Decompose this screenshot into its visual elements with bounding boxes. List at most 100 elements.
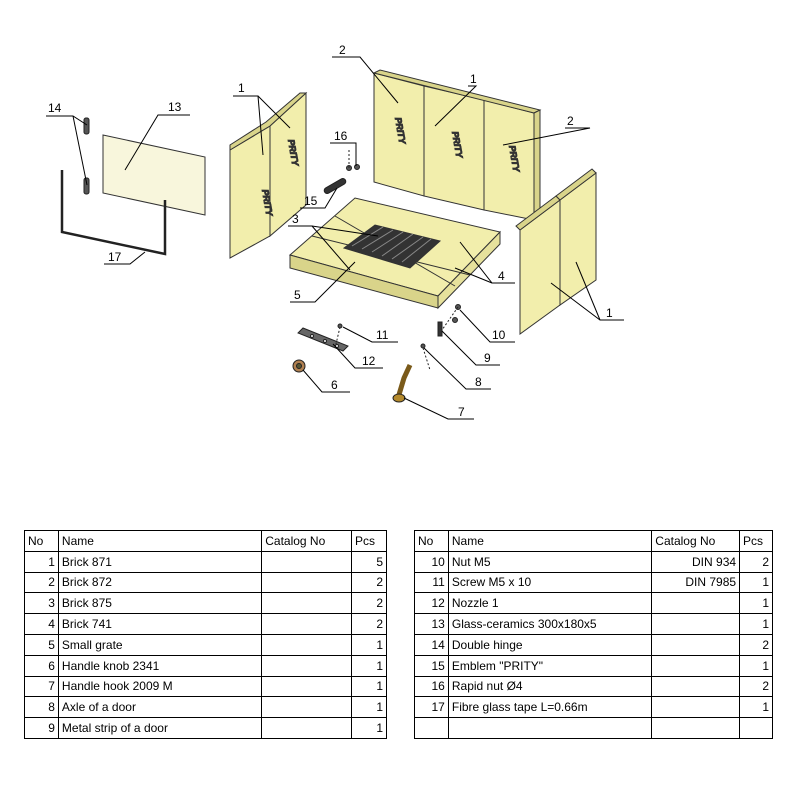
cell-catalog [261,592,353,615]
left-side-bricks: PRITY PRITY [229,91,308,259]
callout-15: 15 [304,194,318,208]
cell-pcs: 5 [351,550,387,573]
callout-12: 12 [362,354,376,368]
cell-pcs: 1 [351,633,387,656]
cell-name: Brick 875 [57,592,263,615]
cell-no: 7 [24,675,59,698]
cell-name: Emblem "PRITY" [447,654,653,677]
cell-catalog: DIN 7985 [651,571,741,594]
cell-no: 1 [24,550,59,573]
cell-catalog [261,675,353,698]
cell-pcs: 2 [739,550,773,573]
cell-catalog [651,654,741,677]
cell-pcs: 2 [351,592,387,615]
cell-no: 4 [24,613,59,635]
table-header-row: No Name Catalog No Pcs [414,530,773,552]
cell-catalog [261,717,353,739]
header-catalog: Catalog No [261,530,353,552]
cell-no: 10 [414,550,449,573]
header-no: No [414,530,449,552]
callout-17: 17 [108,250,122,264]
callout-4: 4 [498,269,505,283]
callout-13: 13 [168,100,182,114]
emblem-and-nuts [323,150,360,194]
cell-pcs: 2 [351,613,387,635]
callout-7: 7 [458,405,465,419]
cell-no: 14 [414,633,449,656]
cell-no: 9 [24,717,59,739]
cell-catalog [261,550,353,573]
double-hinges [83,117,90,195]
header-name: Name [57,530,263,552]
cell-name: Small grate [57,633,263,656]
cell-pcs: 1 [739,654,773,677]
cell-name: Handle hook 2009 M [57,675,263,698]
cell-catalog [261,654,353,677]
callout-3: 3 [292,212,299,226]
cell-name: Glass-ceramics 300x180x5 [447,613,653,635]
cell-pcs: 1 [351,675,387,698]
cell-catalog [651,696,741,719]
cell-pcs: 2 [351,571,387,594]
cell-no: 5 [24,633,59,656]
cell-name: Handle knob 2341 [57,654,263,677]
cell-name: Nozzle 1 [447,592,653,615]
cell-name: Fibre glass tape L=0.66m [447,696,653,719]
cell-pcs: 1 [739,592,773,615]
glass-panel [102,134,206,216]
header-pcs: Pcs [739,530,773,552]
cell-name: Nut M5 [447,550,653,573]
cell-name [447,717,653,739]
cell-no: 16 [414,675,449,698]
header-name: Name [447,530,653,552]
header-pcs: Pcs [351,530,387,552]
back-wall-bricks: PRITY PRITY PRITY [372,69,542,221]
cell-pcs: 1 [351,654,387,677]
cell-name: Brick 871 [57,550,263,573]
cell-name: Screw M5 x 10 [447,571,653,594]
right-side-bricks [515,168,597,335]
callout-10: 10 [492,328,506,342]
callout-9: 9 [484,351,491,365]
cell-name: Brick 741 [57,613,263,635]
cell-no: 13 [414,613,449,635]
cell-no: 15 [414,654,449,677]
header-catalog: Catalog No [651,530,741,552]
callout-2-top: 2 [339,43,346,57]
cell-name: Metal strip of a door [57,717,263,739]
cell-catalog [261,571,353,594]
callout-11: 11 [376,328,389,342]
cell-no: 6 [24,654,59,677]
cell-pcs: 2 [739,633,773,656]
cell-catalog [651,633,741,656]
exploded-view-diagram: PRITY PRITY PRITY PRITY PRITY [46,43,624,420]
cell-name: Rapid nut Ø4 [447,675,653,698]
cell-catalog [651,675,741,698]
cell-name: Brick 872 [57,571,263,594]
fibre-glass-tape [60,170,167,256]
floor-bricks [288,197,501,310]
cell-catalog [651,592,741,615]
cell-catalog [261,613,353,635]
cell-catalog [651,717,741,739]
callout-5: 5 [294,288,301,302]
cell-no: 2 [24,571,59,594]
cell-no: 12 [414,592,449,615]
